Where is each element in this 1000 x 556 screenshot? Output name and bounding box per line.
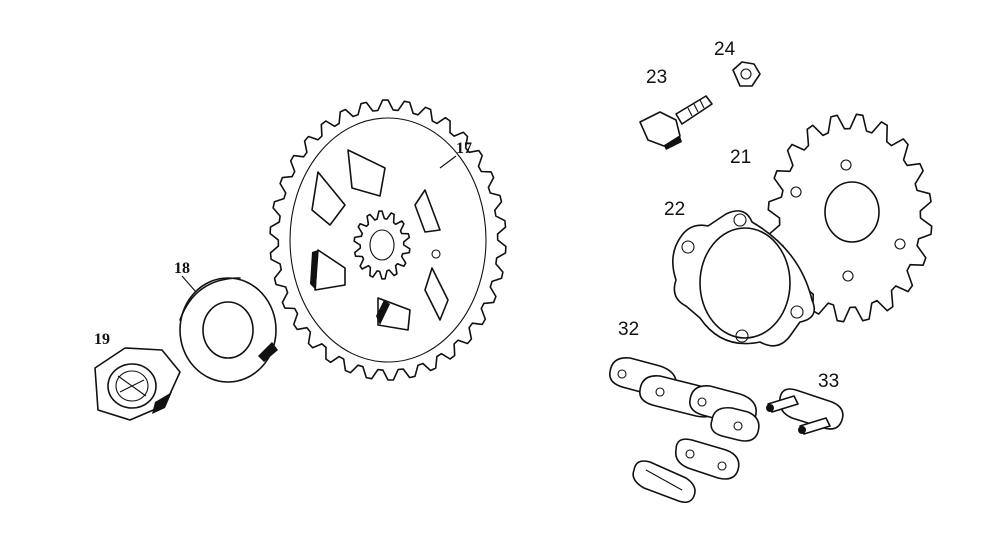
callout-17: 17 xyxy=(456,140,472,157)
callout-18: 18 xyxy=(174,260,190,277)
part-23-hex-bolt xyxy=(639,95,713,150)
part-24-small-nut xyxy=(732,61,761,87)
part-18-tab-washer xyxy=(179,277,278,383)
callout-23: 23 xyxy=(646,67,668,88)
callout-24: 24 xyxy=(714,39,736,60)
callout-21: 21 xyxy=(730,147,752,168)
callout-19: 19 xyxy=(94,331,110,348)
leader-lines xyxy=(181,155,457,293)
part-19-hex-nut xyxy=(94,347,181,421)
part-22-spacer-plate xyxy=(672,210,816,347)
callout-22: 22 xyxy=(664,199,686,220)
callout-33: 33 xyxy=(818,371,840,392)
part-33-connecting-link xyxy=(766,388,844,435)
part-32-chain-segment xyxy=(609,356,760,504)
callout-32: 32 xyxy=(618,319,640,340)
part-17-rear-sprocket xyxy=(269,99,507,381)
part-21-front-sprocket xyxy=(767,113,933,323)
